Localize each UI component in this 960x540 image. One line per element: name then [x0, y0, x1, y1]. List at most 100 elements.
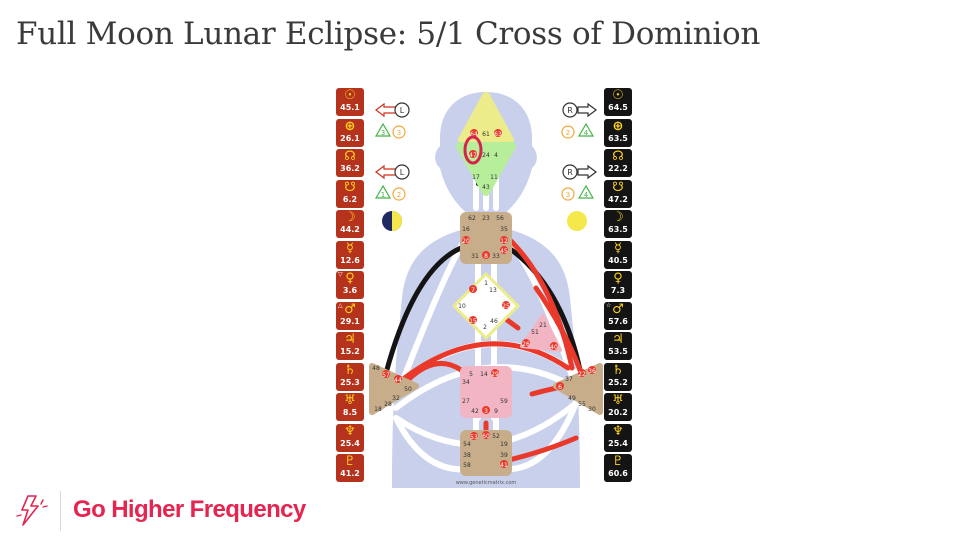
- svg-text:57: 57: [382, 372, 390, 379]
- svg-text:5: 5: [469, 371, 473, 378]
- sun-icon: ☉: [612, 88, 624, 103]
- planet-gate-value: 26.1: [340, 133, 360, 143]
- planet-box-saturn: ♄25.3: [336, 362, 364, 391]
- exaltation-mark: ☆: [606, 301, 612, 309]
- g-center: 1 7 13 10 25 15 2 46: [451, 271, 521, 341]
- svg-text:3: 3: [484, 408, 488, 415]
- planet-box-north-node: ☊36.2: [336, 149, 364, 177]
- jupiter-icon: ♃: [344, 332, 356, 347]
- brand-name: Go Higher Frequency: [73, 496, 306, 523]
- svg-text:60: 60: [482, 433, 490, 440]
- left-arrow-bottom: L: [375, 164, 410, 180]
- svg-text:53: 53: [470, 434, 478, 441]
- earth-icon: ⊕: [344, 118, 356, 134]
- moon-icon: ☽: [344, 210, 356, 225]
- svg-text:4: 4: [494, 152, 498, 159]
- planet-box-jupiter: ♃53.5: [604, 332, 632, 360]
- planet-box-jupiter: ♃15.2: [336, 332, 364, 360]
- svg-text:36: 36: [588, 368, 596, 375]
- svg-text:34: 34: [462, 379, 470, 386]
- planet-gate-value: 12.6: [340, 255, 360, 265]
- svg-text:28: 28: [384, 401, 392, 408]
- svg-text:58: 58: [463, 462, 471, 469]
- svg-text:64: 64: [470, 131, 478, 138]
- planet-gate-value: 45.1: [340, 103, 360, 112]
- svg-text:62: 62: [468, 215, 476, 222]
- planet-box-neptune: ♆25.4: [336, 423, 364, 452]
- planet-gate-value: 36.2: [340, 164, 360, 173]
- svg-text:L: L: [400, 168, 405, 177]
- svg-text:46: 46: [490, 318, 498, 325]
- svg-text:44: 44: [394, 377, 402, 384]
- right-arrow-bottom: R: [562, 164, 597, 180]
- planet-box-venus: ♀7.3: [604, 271, 632, 299]
- svg-text:50: 50: [404, 386, 412, 393]
- svg-text:39: 39: [500, 452, 508, 459]
- planet-gate-value: 47.2: [608, 194, 628, 204]
- svg-text:15: 15: [469, 318, 477, 325]
- earth-icon: ⊕: [612, 118, 624, 134]
- planet-box-venus: ▽♀3.6: [336, 271, 364, 299]
- svg-text:61: 61: [482, 131, 490, 138]
- spleen-center: 48 57 44 50 32 28 18: [369, 363, 419, 415]
- planet-box-uranus: ♅8.5: [336, 393, 364, 421]
- planet-gate-value: 15.2: [340, 347, 360, 356]
- svg-text:63: 63: [494, 131, 502, 138]
- svg-text:13: 13: [489, 287, 497, 294]
- svg-text:9: 9: [494, 408, 498, 415]
- right-arrow-top: R: [562, 102, 597, 118]
- personality-planet-column: ☉64.5⊕63.5☊22.2☋47.2☽63.5☿40.5♀7.3☆♂57.6…: [604, 88, 632, 485]
- svg-text:47: 47: [469, 152, 477, 159]
- planet-box-sun: ☉45.1: [336, 88, 364, 116]
- half-moon-icon: [382, 211, 402, 231]
- svg-text:1: 1: [484, 280, 488, 287]
- svg-text:19: 19: [500, 441, 508, 448]
- planet-box-south-node: ☋47.2: [604, 179, 632, 208]
- south-node-icon: ☋: [612, 179, 624, 195]
- svg-text:43: 43: [482, 184, 490, 191]
- svg-text:24: 24: [482, 152, 490, 159]
- root-center: 53 60 52 54 19 38 39 58 41: [460, 430, 512, 476]
- jupiter-icon: ♃: [612, 332, 624, 347]
- svg-text:11: 11: [490, 174, 498, 181]
- svg-text:8: 8: [484, 253, 488, 260]
- planet-gate-value: 41.2: [340, 469, 360, 478]
- design-channels: [395, 235, 583, 466]
- bodygraph-chart: 64 61 63 47 24 4 17 11 43 62 23 56 16: [336, 88, 636, 493]
- planet-box-sun: ☉64.5: [604, 88, 632, 116]
- planet-box-uranus: ♅20.2: [604, 393, 632, 421]
- svg-text:29: 29: [491, 371, 499, 378]
- neptune-icon: ♆: [612, 423, 624, 439]
- planet-gate-value: 3.6: [342, 286, 358, 295]
- planet-box-neptune: ♆25.4: [604, 423, 632, 452]
- planet-gate-value: 63.5: [608, 225, 628, 234]
- planet-gate-value: 25.4: [340, 438, 360, 448]
- svg-text:2: 2: [397, 191, 401, 199]
- mars-icon: ♂: [612, 301, 624, 317]
- bodygraph-svg: 64 61 63 47 24 4 17 11 43 62 23 56 16: [369, 92, 603, 488]
- solar-plexus-center: 36 22 37 6 49 55 30: [553, 363, 603, 415]
- svg-text:26: 26: [522, 341, 530, 348]
- svg-text:1: 1: [381, 191, 385, 199]
- svg-text:55: 55: [578, 401, 586, 408]
- svg-text:2: 2: [483, 324, 487, 331]
- svg-text:41: 41: [500, 462, 508, 469]
- svg-text:4: 4: [584, 129, 589, 137]
- svg-text:2: 2: [566, 129, 570, 137]
- planet-box-moon: ☽44.2: [336, 210, 364, 238]
- watermark: www.geneticmatrix.com: [456, 480, 517, 486]
- planet-gate-value: 25.4: [608, 438, 628, 448]
- throat-center: 62 23 56 16 35 20 12 31 8 33 45: [460, 212, 512, 264]
- saturn-icon: ♄: [612, 362, 624, 378]
- planet-box-mercury: ☿12.6: [336, 240, 364, 269]
- venus-icon: ♀: [345, 271, 355, 286]
- planet-box-north-node: ☊22.2: [604, 149, 632, 177]
- mercury-icon: ☿: [346, 240, 354, 256]
- south-node-icon: ☋: [344, 179, 356, 195]
- planet-box-saturn: ♄25.2: [604, 362, 632, 391]
- svg-text:L: L: [400, 106, 405, 115]
- planet-box-earth: ⊕26.1: [336, 118, 364, 147]
- svg-text:37: 37: [565, 376, 573, 383]
- right-triangles: 2 4 3 4: [561, 122, 595, 201]
- saturn-icon: ♄: [344, 362, 356, 378]
